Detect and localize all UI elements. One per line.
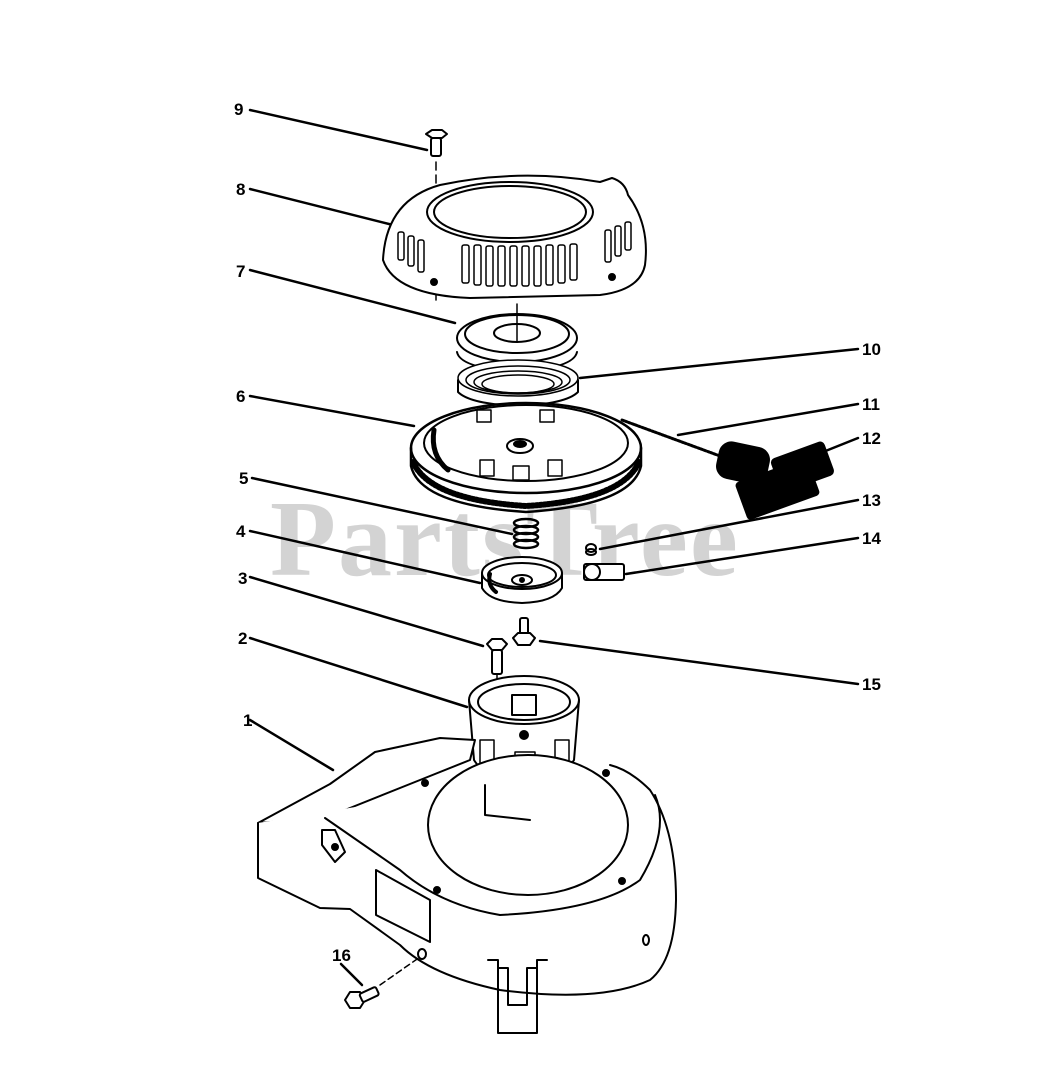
- callout-6: 6: [236, 387, 246, 406]
- callout-9: 9: [234, 100, 244, 119]
- callout-13: 13: [862, 491, 881, 510]
- part-4-pawl-retainer: [481, 556, 563, 604]
- callout-2: 2: [238, 629, 248, 648]
- callout-8: 8: [236, 180, 246, 199]
- part-6-pulley: [409, 401, 643, 514]
- leader-lines: [248, 108, 860, 987]
- callout-11: 11: [862, 395, 880, 414]
- part-16-screw: [344, 956, 421, 1009]
- callout-4: 4: [236, 522, 246, 541]
- part-1-blower-housing: [257, 737, 677, 1034]
- callout-12: 12: [862, 429, 881, 448]
- part-8-starter-housing: [382, 174, 647, 299]
- callout-3: 3: [238, 569, 248, 588]
- callout-1: 1: [243, 711, 253, 730]
- part-15-screw: [512, 617, 536, 646]
- part-13-spring: [585, 543, 597, 556]
- part-11-rope: [620, 418, 722, 458]
- callout-14: 14: [862, 529, 881, 548]
- part-14-pawl: [583, 563, 625, 581]
- part-5-spring: [512, 517, 540, 550]
- callout-10: 10: [862, 340, 881, 359]
- part-12-handle: [716, 441, 834, 520]
- callout-16: 16: [332, 946, 351, 965]
- callout-15: 15: [862, 675, 881, 694]
- callout-7: 7: [236, 262, 246, 281]
- callout-5: 5: [239, 469, 249, 488]
- part-10-recoil-spring: [457, 359, 579, 407]
